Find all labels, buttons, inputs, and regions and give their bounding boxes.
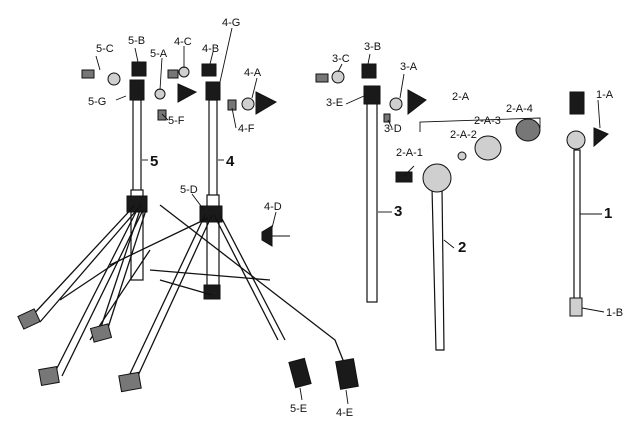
part-2-arm [395,117,541,351]
label-2a3: 2-A-3 [474,115,501,127]
part-3-rod [315,63,427,303]
label-5a: 5-A [150,48,168,60]
washer-3a [389,97,403,111]
washer-2a2 [457,151,467,161]
screw-5f [157,109,167,121]
wing-bolt-4a [255,91,278,115]
boom-1-mid-joint [566,130,586,150]
label-4a: 4-A [244,67,262,79]
end-cap-1b [569,297,583,317]
stand-4-brace [149,269,271,296]
boom-1-tube [573,149,581,301]
label-2a1: 2-A-1 [396,147,423,159]
screw-3d [383,113,391,123]
stand-4-leg-front [127,214,213,381]
label-4d: 4-D [264,201,282,213]
leader-lines [95,27,605,405]
stand-4-foot-front [118,371,142,393]
stand-4-upper-tube [208,99,218,211]
bolt-3c [315,73,329,83]
stand-5-brace [59,249,151,341]
stand-5-top-clamp [129,79,145,101]
arm-2-ball-joint [422,163,452,193]
stand-5 [17,79,151,387]
label-5b: 5-B [128,35,145,47]
washer-3c [331,70,345,84]
label-4f: 4-F [238,123,255,135]
stand-4-leg-right [213,214,286,341]
washer-4c [178,66,190,78]
block-5b [131,61,147,77]
washer-5a [154,88,166,100]
clamp-2a3 [474,135,502,161]
label-3: 3 [394,203,402,220]
label-1: 1 [604,205,612,222]
label-1a: 1-A [596,89,614,101]
label-5c: 5-C [96,43,114,55]
label-1b: 1-B [606,307,623,319]
label-3e: 3-E [326,97,343,109]
stand-5-leg-front [54,209,144,377]
label-5d: 5-D [180,184,198,196]
label-4g: 4-G [222,17,240,29]
label-3a: 3-A [400,61,418,73]
stand-5-foot-left [17,308,41,330]
part-1-boom [566,91,609,317]
block-4b [201,63,217,77]
label-4: 4 [226,153,235,170]
washer-4a [241,97,255,111]
label-5e: 5-E [290,403,307,415]
rod-3-tube [366,101,378,303]
label-2a2: 2-A-2 [450,129,477,141]
stand-4-leg-rear [109,204,346,366]
label-2: 2 [458,239,466,256]
bolt-2a1 [395,171,413,183]
label-4c: 4-C [174,36,192,48]
stand-top-parts [81,61,278,121]
label-2a4: 2-A-4 [506,103,533,115]
wing-bolt-3a [407,89,427,116]
label-4e: 4-E [336,407,353,419]
label-4b: 4-B [202,43,219,55]
knob-2a4 [515,118,541,142]
label-3d: 3-D [384,123,402,135]
stand-4-top-clamp [205,81,221,101]
label-5f: 5-F [168,115,185,127]
boom-1-top-joint [569,91,585,115]
label-2a: 2-A [452,91,470,103]
bracket-2a [419,117,541,132]
stand-5-foot-front [38,365,60,387]
label-5g: 5-G [88,96,106,108]
block-3b [361,63,377,79]
bolt-5c [81,69,95,79]
foot-4e [335,358,359,390]
stand-4-leg-hub [199,205,223,223]
label-3b: 3-B [364,41,381,53]
bolt-4c [167,69,179,79]
label-3c: 3-C [332,53,350,65]
stand-5-leg-left [29,204,142,323]
stand-4-lower-hub [203,284,221,300]
foot-5e [288,357,312,389]
wing-bolt-5a [177,83,198,103]
rod-3-clamp [363,85,381,105]
stand-5-leg-mid [99,209,147,335]
part-labels: 5-C 5-B 5-A 4-C 4-B 4-G 4-A 5-G 5-F 4-F … [88,17,623,419]
wing-bolt-4d [261,225,273,247]
nut-5g [107,72,121,86]
arm-2-tube [431,187,445,351]
stand-4 [109,81,346,393]
wing-bolt-1a [593,127,609,148]
label-5: 5 [150,153,158,170]
stand-5-foot-mid [89,323,113,343]
